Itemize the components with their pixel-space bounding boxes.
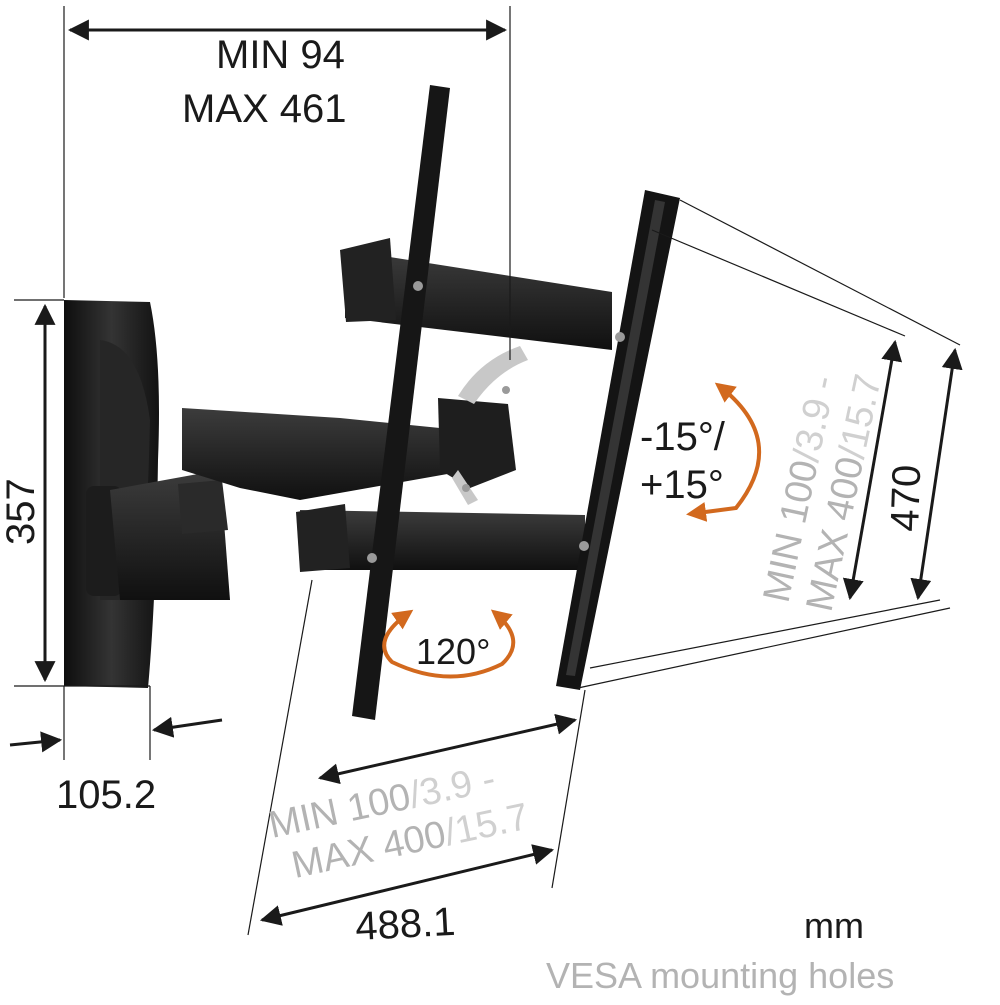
right-rail-highlight (566, 200, 665, 676)
right-extension-bottom (577, 607, 951, 689)
right-height-arrow (910, 347, 963, 601)
bottom-width-label: 488.1 (354, 900, 456, 949)
top-width-max-label: MAX 461 (182, 87, 347, 131)
left-height-label: 357 (0, 478, 43, 545)
vesa-caption: VESA mounting holes (546, 955, 894, 996)
right-extension-lower (589, 599, 941, 669)
bolt (413, 281, 423, 291)
left-vertical-rail (352, 85, 450, 720)
tilt-hinge (438, 398, 516, 488)
tilt-angle-line2: +15° (640, 463, 724, 507)
bolts (367, 281, 625, 563)
vesa-horizontal-label: MIN 100/3.9 - MAX 400/15.7 (265, 758, 532, 887)
bolt (367, 553, 377, 563)
second-arm (182, 408, 470, 500)
swivel-arrow-icon (382, 609, 516, 679)
wall-depth-arrow-left (9, 731, 63, 753)
vesa-vertical-arrow (842, 339, 903, 601)
rotation-arrows (382, 382, 762, 679)
swivel-angle-label: 120° (416, 631, 490, 672)
top-width-min-label: MIN 94 (216, 33, 345, 77)
right-height-label: 470 (883, 464, 929, 532)
vesa-vertical-label: MIN 100/3.9 - MAX 400/15.7 (756, 371, 890, 615)
lower-bar-cap (296, 504, 350, 572)
bottom-width-extension-right (551, 689, 586, 889)
tilt-angle-line1: -15°/ (640, 415, 726, 459)
first-arm-knuckle (178, 480, 228, 534)
wall-depth-arrow-right (151, 716, 223, 738)
vesa-horizontal-arrow (317, 713, 578, 785)
bolt (579, 541, 589, 551)
tv-wall-mount-illustration (64, 85, 680, 720)
bottom-width-extension-left (247, 579, 313, 936)
unit-label: mm (804, 905, 864, 946)
bolt (502, 386, 510, 394)
right-extension-upper (651, 229, 906, 337)
wall-depth-label: 105.2 (56, 773, 156, 817)
metal-brace (458, 346, 528, 404)
right-extension-top (679, 199, 961, 346)
upper-bar-cap (340, 238, 396, 322)
bolt (462, 484, 470, 492)
bolt (615, 332, 625, 342)
dimension-lines (9, 6, 963, 936)
tilt-arrow-icon (686, 382, 762, 522)
bottom-width-arrow (259, 844, 555, 926)
